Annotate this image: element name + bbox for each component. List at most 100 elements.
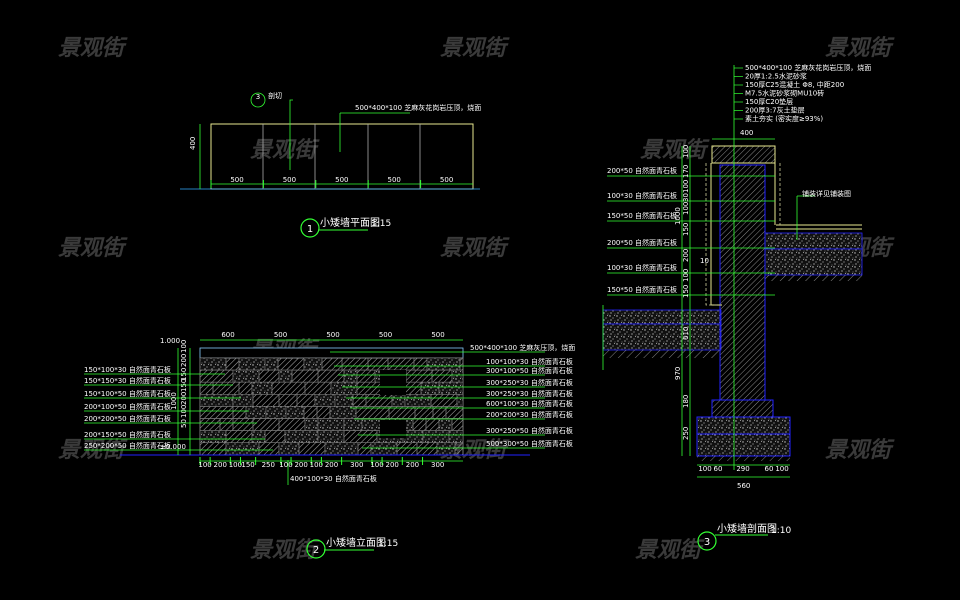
- plan-dim-label: 500: [230, 176, 243, 184]
- elevation-bottom-label: 400*100*30 自然面青石板: [290, 474, 377, 483]
- stone-block: [277, 357, 305, 371]
- watermark-text: 景观街: [58, 438, 128, 463]
- section-vertical-dim: 150: [682, 285, 690, 298]
- stone-block: [264, 357, 279, 371]
- elevation-bottom-dim: 200: [294, 461, 307, 469]
- stone-block: [298, 442, 326, 456]
- elevation-bottom-dim: 100: [310, 461, 323, 469]
- stone-block: [199, 442, 227, 456]
- plan-cap-label: 500*400*100 芝麻灰花岗岩压顶，烧面: [355, 103, 481, 112]
- elevation-bottom-dim: 100: [279, 461, 292, 469]
- stone-block: [420, 381, 440, 395]
- stone-block: [356, 369, 376, 383]
- stone-block: [232, 393, 254, 407]
- section-left-label: 100*30 自然面青石板: [607, 263, 677, 272]
- stone-block: [425, 418, 440, 431]
- stone-block: [404, 393, 432, 407]
- watermark-text: 景观街: [58, 36, 128, 61]
- stone-block: [357, 442, 372, 456]
- stone-block: [252, 418, 280, 431]
- stone-block: [238, 381, 253, 395]
- stone-block: [265, 406, 287, 419]
- elevation-top-dim: 500: [274, 331, 287, 339]
- elevation-bottom-dim: 200: [386, 461, 399, 469]
- elevation-bottom-dim: 150: [241, 461, 254, 469]
- elevation-right-label: 500*300*50 自然面青石板: [486, 439, 573, 448]
- stone-block: [245, 406, 267, 419]
- stone-block: [451, 418, 464, 431]
- section-top-label: M7.5水泥砂浆砌MU10砖: [745, 89, 824, 98]
- stone-block: [321, 357, 343, 371]
- stone-block: [258, 369, 280, 383]
- stone-block: [296, 393, 316, 407]
- plan-dim-label: 500: [440, 176, 453, 184]
- stone-block: [251, 381, 273, 395]
- stone-block: [448, 430, 464, 444]
- stone-block: [199, 381, 214, 395]
- section-vertical-dim: 200: [682, 249, 690, 262]
- section-bottom-dim: 100: [698, 465, 711, 473]
- elevation-level-bottom: ±0.000: [160, 443, 186, 451]
- section-left-label: 200*50 自然面青石板: [607, 166, 677, 175]
- stone-block: [356, 381, 384, 395]
- section-top-label: 20厚1:2.5水泥砂浆: [745, 72, 807, 81]
- elevation-right-label: 100*100*30 自然面青石板: [486, 357, 573, 366]
- stone-block: [341, 357, 369, 371]
- stone-block: [199, 369, 234, 383]
- watermark-text: 景观街: [635, 538, 705, 563]
- elevation-left-label: 200*150*50 自然面青石板: [84, 430, 171, 439]
- stone-block: [278, 369, 293, 383]
- stone-block: [238, 357, 266, 371]
- stone-block: [436, 442, 456, 456]
- elevation-right-label: 300*250*50 自然面青石板: [486, 426, 573, 435]
- elevation-cap: [199, 347, 464, 359]
- elevation-bottom-dim: 100: [198, 461, 211, 469]
- section-left-label: 200*50 自然面青石板: [607, 238, 677, 247]
- section-bottom-dim: 60: [714, 465, 723, 473]
- watermark-text: 景观街: [440, 236, 510, 261]
- stone-block: [199, 418, 221, 431]
- stone-block: [317, 369, 345, 383]
- stone-block: [391, 393, 406, 407]
- section-scale: 1:10: [771, 526, 791, 536]
- stone-block: [451, 369, 464, 383]
- plan-section-marker-label: 剖切: [268, 91, 282, 100]
- section-bottom-dim: 60: [765, 465, 774, 473]
- stone-block: [304, 418, 319, 431]
- stone-block: [343, 369, 358, 383]
- elevation-top-dim: 500: [379, 331, 392, 339]
- watermark-text: 景观街: [825, 438, 895, 463]
- section-right-label: 铺装详见铺装图: [802, 189, 851, 198]
- stone-block: [304, 381, 332, 395]
- elevation-bottom-dim: 200: [406, 461, 419, 469]
- stone-block: [225, 430, 253, 444]
- section-left-label: 100*30 自然面青石板: [607, 191, 677, 200]
- stone-block: [317, 418, 345, 431]
- section-vertical-dim: 150: [682, 223, 690, 236]
- section-width-dim: 400: [740, 129, 753, 137]
- stone-block: [314, 393, 336, 407]
- elevation-right-label: 500*400*100 芝麻灰压顶，烧面: [470, 343, 575, 352]
- stone-block: [430, 393, 458, 407]
- section-gap-dim: 10: [700, 257, 709, 265]
- elevation-top-dim: 500: [431, 331, 444, 339]
- stone-block: [232, 369, 260, 383]
- stone-block: [225, 442, 260, 456]
- stone-block: [278, 393, 298, 407]
- section-top-label: 500*400*100 芝麻灰花岗岩压顶，烧面: [745, 63, 871, 72]
- elevation-left-label: 150*100*50 自然面青石板: [84, 389, 171, 398]
- stone-block: [365, 393, 393, 407]
- stone-block: [199, 430, 227, 444]
- section-bottom-dim: 100: [775, 465, 788, 473]
- stone-block: [232, 406, 247, 419]
- elevation-right-label: 600*100*30 自然面青石板: [486, 399, 573, 408]
- stone-block: [412, 418, 427, 431]
- section-left-label: 150*50 自然面青石板: [607, 211, 677, 220]
- section-cap: [711, 145, 776, 164]
- elevation-left-label: 200*100*50 自然面青石板: [84, 402, 171, 411]
- elevation-left-label: 200*200*50 自然面青石板: [84, 414, 171, 423]
- section-vertical-dim: 100: [682, 269, 690, 282]
